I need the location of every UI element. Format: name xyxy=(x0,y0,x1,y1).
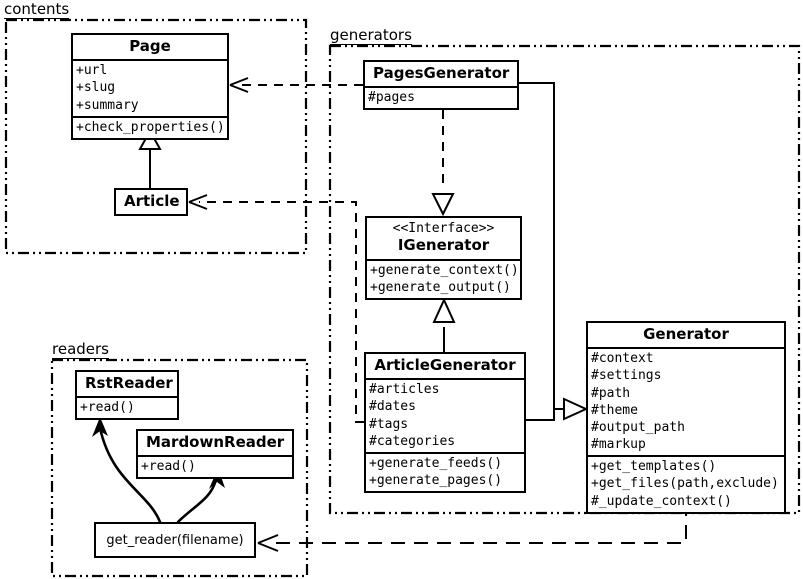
package-label-readers: readers xyxy=(52,340,109,359)
connector-pagesgenerator-page xyxy=(229,77,363,93)
class-name-article: Article xyxy=(124,192,180,210)
attribute-item: #tags xyxy=(369,416,409,432)
class-name-igenerator: <<Interface>> IGenerator xyxy=(367,218,520,259)
package-frame-generators xyxy=(328,44,801,515)
attribute-item: #categories xyxy=(369,433,456,449)
connector-articlegenerator-article xyxy=(188,194,364,423)
class-name-generator: Generator xyxy=(643,325,729,343)
class-box-article[interactable]: Article xyxy=(114,188,188,217)
connector-articlegenerator-generator xyxy=(526,397,589,421)
class-operations-generator: +get_templates() +get_files(path,exclude… xyxy=(588,455,784,511)
attribute-item: #pages xyxy=(368,90,415,106)
package-label-generators: generators xyxy=(330,26,412,45)
operation-item: +generate_pages() xyxy=(369,473,503,489)
class-box-page[interactable]: Page +url +slug +summary +check_properti… xyxy=(71,33,229,140)
class-box-mardownreader[interactable]: MardownReader +read() xyxy=(136,429,294,480)
class-operations-rstreader: +read() xyxy=(77,396,177,418)
attribute-item: +url xyxy=(76,63,108,79)
class-name-pagesgenerator: PagesGenerator xyxy=(373,64,510,82)
package-frame-contents xyxy=(4,18,308,255)
class-name-page: Page xyxy=(129,37,171,55)
class-operations-mardownreader: +read() xyxy=(138,455,292,477)
class-attributes-pagesgenerator: #pages xyxy=(365,86,517,108)
class-box-generator[interactable]: Generator #context #settings #path #them… xyxy=(586,321,786,514)
class-stereotype-igenerator: <<Interface>> xyxy=(392,221,495,236)
package-label-contents: contents xyxy=(4,0,70,19)
class-box-articlegenerator[interactable]: ArticleGenerator #articles #dates #tags … xyxy=(364,352,526,494)
operation-item: +read() xyxy=(80,400,135,416)
class-name-rstreader: RstReader xyxy=(85,374,173,392)
operation-item: +read() xyxy=(141,459,196,475)
connector-generator-getreader xyxy=(257,502,687,552)
class-box-pagesgenerator[interactable]: PagesGenerator #pages xyxy=(363,60,519,111)
attribute-item: +summary xyxy=(76,97,139,113)
function-box-get-reader[interactable]: get_reader(filename) xyxy=(94,522,256,558)
class-box-igenerator[interactable]: <<Interface>> IGenerator +generate_conte… xyxy=(365,216,522,300)
attribute-item: #path xyxy=(591,385,631,401)
function-name-get-reader: get_reader(filename) xyxy=(106,532,244,548)
operation-item: +generate_context() xyxy=(370,262,519,278)
attribute-item: #articles xyxy=(369,382,440,398)
operation-item: #_update_context() xyxy=(591,493,732,509)
class-operations-igenerator: +generate_context() +generate_output() xyxy=(367,258,520,298)
class-attributes-articlegenerator: #articles #dates #tags #categories xyxy=(366,378,524,452)
class-attributes-page: +url +slug +summary xyxy=(73,59,227,115)
class-operations-page: +check_properties() xyxy=(73,115,227,138)
class-name-text-igenerator: IGenerator xyxy=(397,236,490,255)
attribute-item: #theme xyxy=(591,402,638,418)
attribute-item: +slug xyxy=(76,80,116,96)
class-box-rstreader[interactable]: RstReader +read() xyxy=(75,370,179,421)
class-name-articlegenerator: ArticleGenerator xyxy=(374,356,516,374)
connector-getreader-rstreader xyxy=(92,417,162,524)
operation-item: +get_templates() xyxy=(591,459,717,475)
attribute-item: #context xyxy=(591,351,654,367)
connector-pagesgenerator-generator xyxy=(519,82,566,410)
connector-article-page xyxy=(138,128,162,188)
package-frame-readers xyxy=(50,358,309,578)
attribute-item: #markup xyxy=(591,437,646,453)
attribute-item: #dates xyxy=(369,399,416,415)
class-name-mardownreader: MardownReader xyxy=(146,433,285,451)
operation-item: +generate_output() xyxy=(370,279,511,295)
attribute-item: #settings xyxy=(591,368,662,384)
operation-item: +get_files(path,exclude) xyxy=(591,476,779,492)
class-attributes-generator: #context #settings #path #theme #output_… xyxy=(588,347,784,455)
class-operations-articlegenerator: +generate_feeds() +generate_pages() xyxy=(366,451,524,491)
attribute-item: #output_path xyxy=(591,419,685,435)
operation-item: +check_properties() xyxy=(76,119,225,135)
operation-item: +generate_feeds() xyxy=(369,455,503,471)
connector-pagesgenerator-igenerator xyxy=(431,110,455,217)
connector-articlegenerator-igenerator xyxy=(432,297,456,352)
